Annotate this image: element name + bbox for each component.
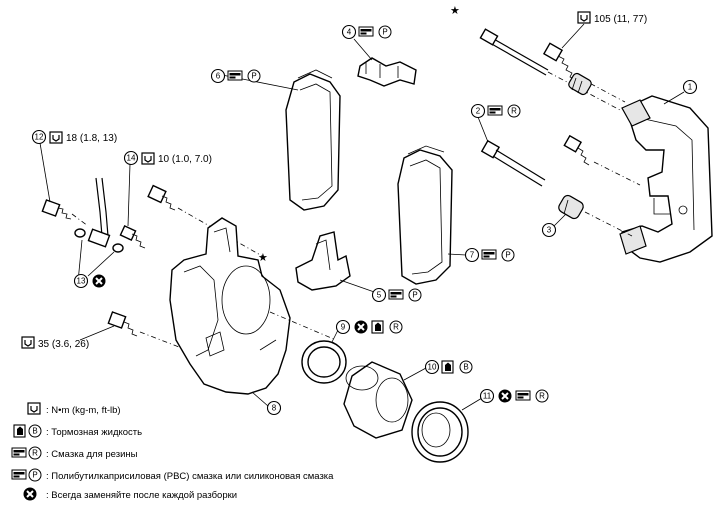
callout-13: 13 — [73, 273, 107, 289]
svg-text:10 (1.0, 7.0): 10 (1.0, 7.0) — [158, 154, 212, 165]
callout-8: 8 — [266, 400, 282, 416]
callout-3: 3 — [541, 222, 557, 238]
callout-11: 11 R — [479, 388, 549, 404]
callout-4: 4 P — [341, 24, 392, 40]
star-marker-caliper: ★ — [258, 252, 268, 264]
svg-text:3: 3 — [547, 226, 552, 235]
svg-text:5: 5 — [377, 291, 382, 300]
callout-2: 2 R — [470, 103, 521, 119]
cylinder-body — [169, 217, 337, 395]
svg-text:P: P — [505, 251, 510, 260]
mounting-bolt-lower — [563, 134, 641, 186]
callout-5: 5 P — [371, 287, 422, 303]
piston — [343, 361, 413, 439]
svg-text:B: B — [32, 427, 37, 436]
svg-text:10: 10 — [428, 363, 437, 372]
callout-1: 1 — [682, 79, 698, 95]
svg-text:105 (11, 77): 105 (11, 77) — [594, 14, 647, 25]
legend-rubber-grease: R : Смазка для резины — [11, 446, 138, 460]
svg-text:R: R — [393, 323, 399, 332]
torque-label-35: 35 (3.6, 26) — [21, 325, 115, 350]
svg-text:35 (3.6, 26): 35 (3.6, 26) — [38, 339, 89, 350]
bleeder-screw — [119, 225, 146, 249]
guide-pin-upper — [479, 28, 621, 111]
svg-text:6: 6 — [216, 72, 221, 81]
svg-text:4: 4 — [347, 28, 352, 37]
bushing-lower — [558, 194, 633, 237]
brake-hose — [87, 177, 111, 248]
copper-washers — [74, 228, 124, 253]
svg-text:R: R — [511, 107, 517, 116]
svg-text:: Всегда заменяйте после каждо: : Всегда заменяйте после каждой разборки — [46, 490, 237, 501]
svg-text:: Смазка для резины: : Смазка для резины — [46, 449, 138, 460]
svg-text:11: 11 — [483, 392, 492, 401]
svg-text:P: P — [412, 291, 417, 300]
connecting-bolt — [41, 199, 89, 227]
svg-text:13: 13 — [77, 277, 86, 286]
svg-text:P: P — [251, 72, 256, 81]
svg-text:9: 9 — [341, 323, 346, 332]
brake-pad-inner — [397, 145, 453, 285]
torque-member — [619, 95, 713, 263]
brake-pad-outer — [285, 69, 341, 211]
svg-text:: Тормозная жидкость: : Тормозная жидкость — [46, 427, 142, 438]
svg-text:: Полибутилкаприсиловая (PBC): : Полибутилкаприсиловая (PBC) смазка или… — [46, 471, 334, 482]
svg-text:1: 1 — [688, 83, 693, 92]
piston-seal — [301, 340, 347, 384]
svg-text:8: 8 — [272, 404, 277, 413]
star-marker-top: ★ — [450, 5, 460, 17]
pad-retainer-upper — [357, 57, 417, 87]
leader-lines — [39, 38, 685, 411]
svg-text:2: 2 — [476, 107, 481, 116]
callout-7: 7 P — [464, 247, 515, 263]
svg-text:P: P — [32, 471, 37, 480]
svg-text:12: 12 — [35, 133, 44, 142]
svg-text:R: R — [32, 449, 38, 458]
callout-12: 12 18 (1.8, 13) — [31, 129, 117, 145]
svg-text:P: P — [382, 28, 387, 37]
piston-boot — [411, 401, 469, 463]
svg-text:18 (1.8, 13): 18 (1.8, 13) — [66, 133, 117, 144]
callout-9: 9 R — [335, 319, 403, 335]
svg-text:7: 7 — [470, 251, 475, 260]
legend-torque: : N•m (kg-m, ft-lb) — [27, 402, 121, 416]
legend-brake-fluid: B : Тормозная жидкость — [13, 424, 142, 438]
svg-text:R: R — [539, 392, 545, 401]
callout-10: 10 B — [424, 359, 473, 375]
legend-replace: : Всегда заменяйте после каждой разборки — [22, 486, 237, 502]
callout-6: 6 P — [210, 68, 261, 84]
caliper-mount-bolt — [107, 311, 193, 353]
torque-label-105: 105 (11, 77) — [561, 11, 647, 49]
bushing-upper — [568, 72, 592, 96]
pad-retainer-lower — [295, 231, 351, 291]
parts-artwork — [41, 28, 713, 463]
callout-14: 14 10 (1.0, 7.0) — [123, 150, 212, 166]
legend: : N•m (kg-m, ft-lb) B : Тормозная жидкос… — [11, 402, 334, 502]
legend-pbc-grease: P : Полибутилкаприсиловая (PBC) смазка и… — [11, 468, 334, 482]
guide-pin-lower — [480, 139, 546, 187]
svg-text:: N•m (kg-m, ft-lb): : N•m (kg-m, ft-lb) — [46, 405, 121, 416]
svg-text:14: 14 — [127, 154, 136, 163]
svg-text:B: B — [463, 363, 468, 372]
sliding-pin-bolt — [147, 184, 263, 257]
